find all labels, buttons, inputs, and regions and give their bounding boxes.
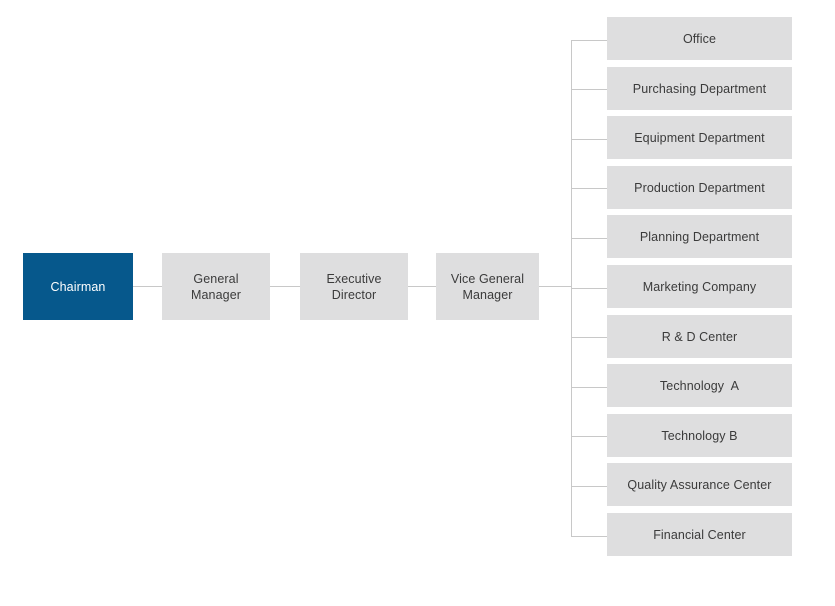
department-stub-quality-assurance-center — [571, 485, 607, 487]
department-stub-financial-center — [571, 535, 607, 537]
department-stub-r-and-d-center — [571, 336, 607, 338]
node-purchasing-department[interactable]: Purchasing Department — [607, 67, 792, 110]
node-r-and-d-center[interactable]: R & D Center — [607, 315, 792, 358]
node-executive-director[interactable]: Executive Director — [300, 253, 408, 320]
node-equipment-department[interactable]: Equipment Department — [607, 116, 792, 159]
chain-connector-2 — [408, 286, 436, 287]
department-stub-marketing-company — [571, 287, 607, 289]
node-office[interactable]: Office — [607, 17, 792, 60]
department-stub-office — [571, 39, 607, 41]
department-stub-planning-department — [571, 237, 607, 239]
node-financial-center[interactable]: Financial Center — [607, 513, 792, 556]
chain-connector-1 — [270, 286, 300, 287]
department-stub-technology-b — [571, 435, 607, 437]
node-vice-general-manager[interactable]: Vice General Manager — [436, 253, 539, 320]
node-planning-department[interactable]: Planning Department — [607, 215, 792, 258]
department-stub-equipment-department — [571, 138, 607, 140]
chain-connector-0 — [133, 286, 162, 287]
department-stub-production-department — [571, 187, 607, 189]
node-chairman[interactable]: Chairman — [23, 253, 133, 320]
node-production-department[interactable]: Production Department — [607, 166, 792, 209]
node-general-manager[interactable]: General Manager — [162, 253, 270, 320]
department-stub-purchasing-department — [571, 88, 607, 90]
node-quality-assurance-center[interactable]: Quality Assurance Center — [607, 463, 792, 506]
node-technology-a[interactable]: Technology A — [607, 364, 792, 407]
department-stub-technology-a — [571, 386, 607, 388]
chain-connector-3 — [539, 286, 571, 287]
node-technology-b[interactable]: Technology B — [607, 414, 792, 457]
node-marketing-company[interactable]: Marketing Company — [607, 265, 792, 308]
